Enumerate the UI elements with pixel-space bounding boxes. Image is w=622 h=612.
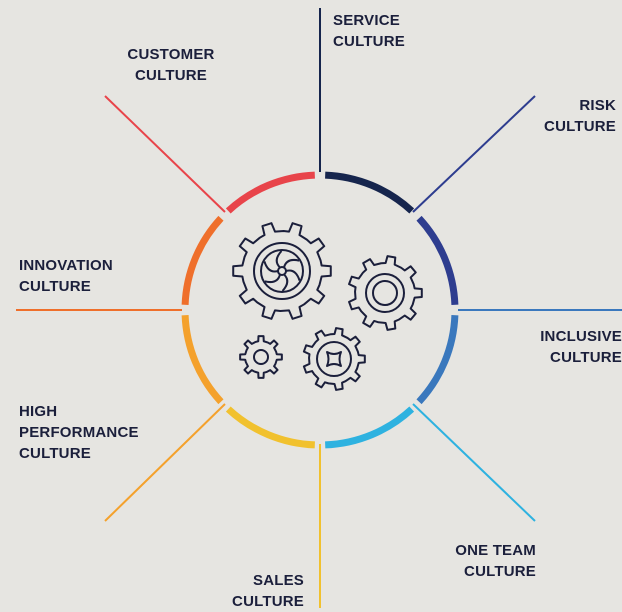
ring-arc-innovation — [181, 215, 224, 305]
connector-high-performance — [104, 403, 226, 522]
bottom-gear-icon — [302, 327, 366, 391]
label-one-team: ONE TEAM CULTURE — [455, 542, 536, 580]
ring-arc-risk — [416, 215, 459, 305]
connector-one-team — [412, 403, 536, 522]
small-gear-icon — [239, 335, 283, 379]
label-sales: SALES CULTURE — [232, 572, 304, 610]
medium-gear-icon — [348, 255, 423, 331]
ring-arc-high-performance — [181, 315, 224, 405]
culture-ring — [181, 171, 459, 449]
ring-arc-customer — [225, 171, 315, 214]
label-innovation: INNOVATION CULTURE — [19, 257, 113, 295]
label-high-performance: HIGH PERFORMANCE CULTURE — [19, 403, 139, 462]
ring-arc-service — [325, 171, 415, 214]
label-customer: CUSTOMER CULTURE — [127, 46, 215, 84]
label-service: SERVICE CULTURE — [333, 12, 405, 50]
label-risk: RISK CULTURE — [544, 97, 616, 135]
ring-arc-sales — [225, 406, 315, 449]
connector-lines — [16, 8, 622, 608]
connector-risk — [412, 95, 536, 213]
ring-arc-inclusive — [416, 315, 459, 405]
connector-customer — [104, 95, 226, 213]
label-inclusive: INCLUSIVE CULTURE — [540, 328, 622, 366]
gears-icon — [232, 222, 423, 391]
ring-arc-one-team — [325, 406, 415, 449]
large-gear-icon — [232, 222, 332, 320]
